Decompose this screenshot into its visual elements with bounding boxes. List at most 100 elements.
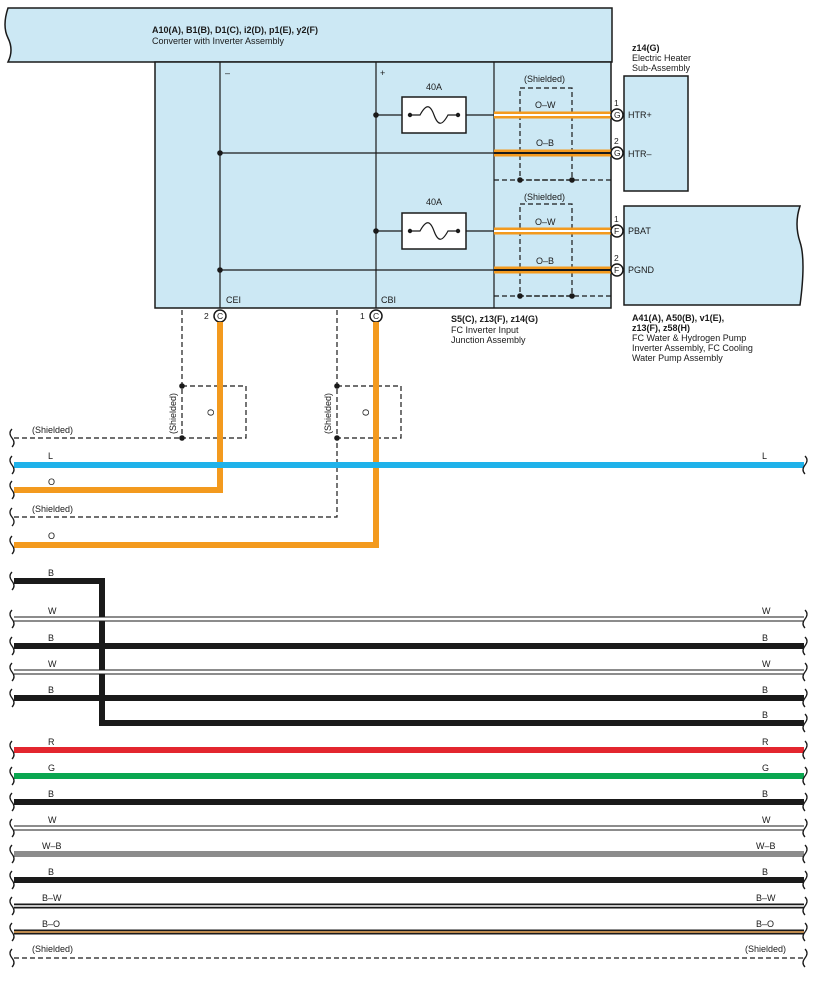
break-mark-left-7 — [9, 636, 15, 656]
break-mark-left-11 — [9, 766, 15, 786]
pump-name-2: Inverter Assembly, FC Cooling — [632, 343, 753, 353]
wire-label-b3-right: B — [762, 710, 768, 720]
heater-term-htr-minus: HTR– — [628, 149, 652, 159]
connector-cei: C 2 — [204, 309, 227, 323]
break-mark-right-5 — [802, 713, 808, 733]
wire-label-o-w-2: O–W — [535, 217, 556, 227]
break-mark-left-13 — [9, 818, 15, 838]
break-mark-right-0 — [802, 455, 808, 475]
break-mark-left-3 — [9, 507, 15, 527]
pump-codes-1: A41(A), A50(B), v1(E), — [632, 313, 724, 323]
pump-term-pgnd: PGND — [628, 265, 655, 275]
break-mark-left-10 — [9, 740, 15, 760]
cei-label: CEI — [226, 295, 241, 305]
shield-label-heater: (Shielded) — [524, 74, 565, 84]
shield-label-wire: (Shielded) — [32, 425, 73, 435]
wire-label-bo-right: B–O — [756, 919, 774, 929]
wire-label-bw-left: B–W — [42, 893, 62, 903]
wire-label-b1-right: B — [762, 633, 768, 643]
break-mark-right-8 — [802, 792, 808, 812]
wire-label-wb-left: W–B — [42, 841, 62, 851]
junction-name-2: Junction Assembly — [451, 335, 526, 345]
shield-box-pump: (Shielded) — [494, 192, 611, 299]
cbi-label: CBI — [381, 295, 396, 305]
shield-box-heater: (Shielded) — [494, 74, 611, 183]
shield-harness — [14, 310, 402, 518]
wire-o-cei — [14, 322, 223, 493]
break-mark-left-6 — [9, 609, 15, 629]
wire-label-o-w-1: O–W — [535, 100, 556, 110]
break-mark-left-9 — [9, 688, 15, 708]
pump-codes-2: z13(F), z58(H) — [632, 323, 690, 333]
o-vertical-1: O — [206, 409, 216, 416]
wire-b-crossing — [14, 578, 804, 726]
wire-break-marks-right — [802, 455, 808, 968]
pin-1-heater: 1 — [614, 98, 619, 108]
break-mark-left-0 — [9, 428, 15, 448]
svg-text:G: G — [614, 148, 621, 158]
shield-bottom-right: (Shielded) — [745, 944, 786, 954]
junction-name-1: FC Inverter Input — [451, 325, 519, 335]
break-mark-left-2 — [9, 480, 15, 500]
wire-label-w1-right: W — [762, 606, 771, 616]
converter-assembly: A10(A), B1(B), D1(C), i2(D), p1(E), y2(F… — [4, 7, 613, 63]
wire-label-b-top: B — [48, 568, 54, 578]
break-mark-right-14 — [802, 948, 808, 968]
heater-name-1: Electric Heater — [632, 53, 691, 63]
wire-label-g-right: G — [762, 763, 769, 773]
break-mark-left-8 — [9, 662, 15, 682]
pump-name-3: Water Pump Assembly — [632, 353, 723, 363]
shield-label-pump: (Shielded) — [524, 192, 565, 202]
heater-code: z14(G) — [632, 43, 660, 53]
break-mark-right-6 — [802, 740, 808, 760]
wire-label-o-b-1: O–B — [536, 138, 554, 148]
break-mark-right-11 — [802, 870, 808, 890]
break-mark-right-13 — [802, 922, 808, 942]
svg-text:C: C — [217, 311, 223, 321]
wire-label-o-b-2: O–B — [536, 256, 554, 266]
shield-vertical-2: (Shielded) — [323, 393, 333, 434]
wire-o-w-heater: O–W — [494, 100, 611, 119]
wire-label-b5-left: B — [48, 867, 54, 877]
wire-label-l-left: L — [48, 451, 53, 461]
break-mark-left-14 — [9, 844, 15, 864]
wire-o-b-heater: O–B — [494, 138, 611, 157]
wire-label-w3-right: W — [762, 815, 771, 825]
wire-label-g-left: G — [48, 763, 55, 773]
electric-heater: z14(G) Electric Heater Sub-Assembly HTR+… — [623, 43, 691, 192]
wire-label-bo-left: B–O — [42, 919, 60, 929]
wire-label-w3-left: W — [48, 815, 57, 825]
connector-g-2: G 2 — [610, 136, 624, 160]
plus-label: + — [380, 68, 385, 78]
wire-label-b2-left: B — [48, 685, 54, 695]
break-mark-left-17 — [9, 922, 15, 942]
wire-label-b4-right: B — [762, 789, 768, 799]
pump-assembly: PBAT PGND A41(A), A50(B), v1(E), z13(F),… — [623, 205, 804, 363]
wire-label-w2-left: W — [48, 659, 57, 669]
cbi-pin: 1 — [360, 311, 365, 321]
break-mark-right-3 — [802, 662, 808, 682]
minus-label: – — [225, 68, 230, 78]
wire-break-marks-left — [9, 428, 15, 968]
converter-codes: A10(A), B1(B), D1(C), i2(D), p1(E), y2(F… — [152, 25, 318, 35]
wire-label-bw-right: B–W — [756, 893, 776, 903]
wire-label-b4-left: B — [48, 789, 54, 799]
pump-name-1: FC Water & Hydrogen Pump — [632, 333, 746, 343]
break-mark-right-2 — [802, 636, 808, 656]
break-mark-left-15 — [9, 870, 15, 890]
break-mark-left-4 — [9, 535, 15, 555]
pin-2-pump: 2 — [614, 253, 619, 263]
svg-text:G: G — [614, 110, 621, 120]
break-mark-left-16 — [9, 896, 15, 916]
wire-label-w2-right: W — [762, 659, 771, 669]
junction-assembly: – + 40A 40A (Shielded) — [154, 61, 612, 345]
svg-text:C: C — [373, 311, 379, 321]
pin-2-heater: 2 — [614, 136, 619, 146]
shield-bottom-left: (Shielded) — [32, 944, 73, 954]
shield-label-wire-2: (Shielded) — [32, 504, 73, 514]
break-mark-right-9 — [802, 818, 808, 838]
wire-label-b5-right: B — [762, 867, 768, 877]
break-mark-right-4 — [802, 688, 808, 708]
o-vertical-2: O — [361, 409, 371, 416]
